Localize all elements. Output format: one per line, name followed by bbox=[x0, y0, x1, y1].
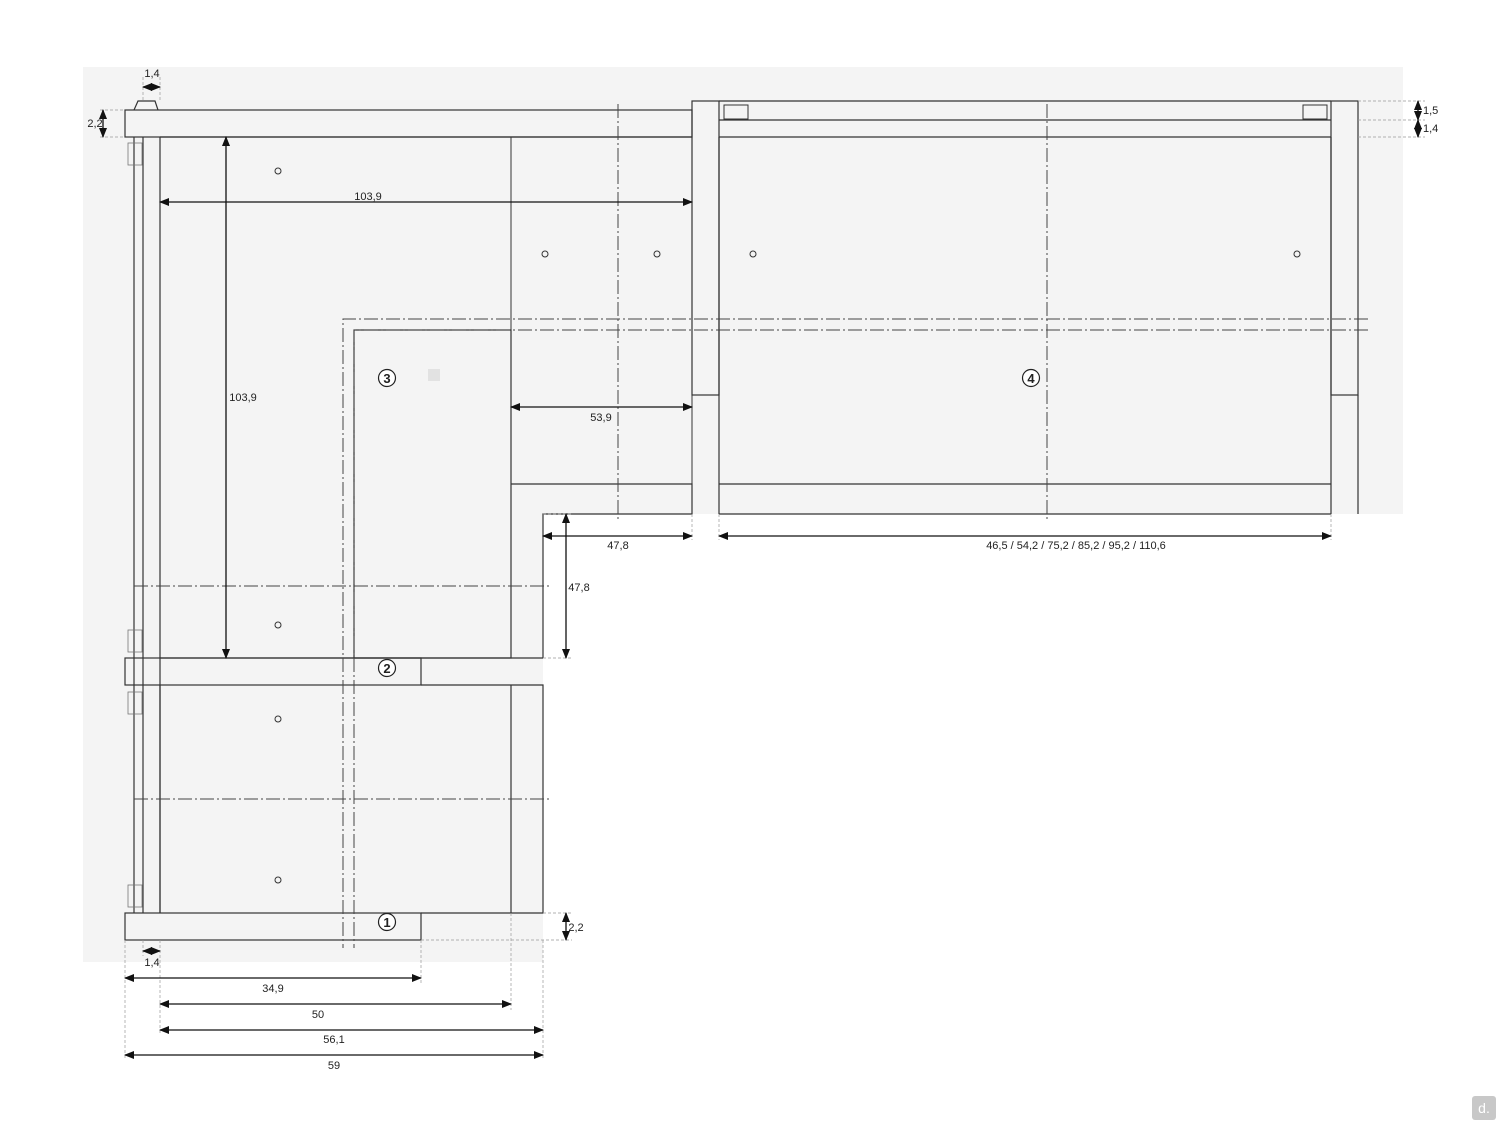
dim-width-d: 59 bbox=[328, 1060, 340, 1072]
dim-width-a: 34,9 bbox=[262, 983, 283, 995]
dim-width-c: 56,1 bbox=[323, 1034, 344, 1046]
fixing-holes bbox=[274, 167, 1301, 884]
svg-text:1: 1 bbox=[383, 915, 390, 930]
right-module bbox=[691, 100, 1359, 515]
dim-corner-height: 47,8 bbox=[568, 582, 589, 594]
dim-right-rail-lower: 1,4 bbox=[1423, 123, 1438, 135]
svg-text:2: 2 bbox=[383, 661, 390, 676]
dim-bottom-depth: 2,2 bbox=[568, 922, 583, 934]
background-panels bbox=[83, 67, 1403, 962]
grey-square bbox=[428, 369, 440, 381]
dim-right-rail-upper: 1,5 bbox=[1423, 105, 1438, 117]
svg-text:4: 4 bbox=[1027, 371, 1035, 386]
dim-top-width: 103,9 bbox=[354, 191, 382, 203]
brand-logo-icon: d. bbox=[1472, 1096, 1496, 1120]
hinge-blocks bbox=[127, 142, 143, 908]
svg-text:3: 3 bbox=[383, 371, 390, 386]
dim-corner-width: 47,8 bbox=[607, 540, 628, 552]
dim-left-depth: 2,2 bbox=[87, 118, 102, 130]
marker-3: 3 bbox=[377, 368, 397, 388]
marker-1: 1 bbox=[377, 912, 397, 932]
module-markers: 1 2 3 4 bbox=[377, 368, 1041, 932]
marker-2: 2 bbox=[377, 658, 397, 678]
marker-4: 4 bbox=[1021, 368, 1041, 388]
dim-inner-width: 53,9 bbox=[590, 412, 611, 424]
dim-top-thickness: 1,4 bbox=[144, 68, 159, 80]
dim-width-b: 50 bbox=[312, 1009, 324, 1021]
dim-module-widths: 46,5 / 54,2 / 75,2 / 85,2 / 95,2 / 110,6 bbox=[986, 540, 1166, 552]
dim-left-height: 103,9 bbox=[229, 392, 257, 404]
extension-lines bbox=[100, 77, 1425, 1060]
dimension-arrows bbox=[99, 83, 1422, 1059]
dim-bottom-thickness: 1,4 bbox=[144, 957, 159, 969]
center-lines bbox=[134, 104, 1368, 948]
dimension-labels: 1,4 2,2 1,5 1,4 103,9 103,9 53,9 47,8 47… bbox=[87, 68, 1438, 1072]
